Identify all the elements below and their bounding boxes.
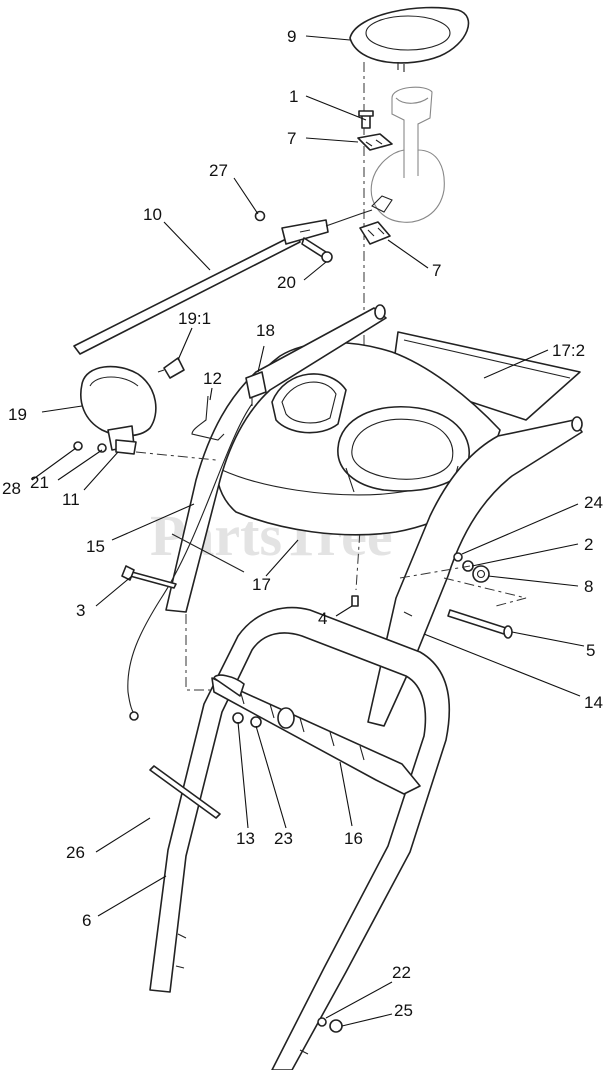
part-13-washer[interactable]	[232, 712, 244, 724]
part-7-bracket-upper[interactable]	[357, 133, 393, 151]
callout-24[interactable]: 24	[584, 493, 603, 512]
wire-terminal	[129, 711, 139, 721]
cable-tie-upper	[171, 533, 245, 573]
bolt-axis-right	[399, 565, 527, 607]
part-12-clip[interactable]	[191, 395, 225, 441]
part-22-washer[interactable]	[317, 1017, 327, 1027]
callout-19-1[interactable]: 19:1	[178, 309, 211, 328]
part-10-chute-control-rod[interactable]	[73, 195, 393, 355]
part-11-headlight-bracket[interactable]	[115, 439, 137, 455]
callout-25[interactable]: 25	[394, 1001, 413, 1020]
callout-11[interactable]: 11	[62, 490, 80, 509]
part-17-dash-panel[interactable]	[214, 341, 501, 536]
callout-27[interactable]: 27	[209, 161, 228, 180]
callout-7-lower[interactable]: 7	[432, 261, 441, 280]
callout-16[interactable]: 16	[344, 829, 363, 848]
part-8-locknut[interactable]	[472, 565, 490, 583]
callout-10[interactable]: 10	[143, 205, 162, 224]
part-1-bolt[interactable]	[358, 110, 374, 129]
part-24-washer[interactable]	[453, 552, 463, 562]
part-7-bracket-lower[interactable]	[359, 221, 391, 245]
part-19-1-bulb[interactable]	[157, 357, 185, 379]
callout-20[interactable]: 20	[277, 273, 296, 292]
callout-6[interactable]: 6	[82, 911, 91, 930]
part-19-headlight[interactable]	[80, 365, 157, 451]
callout-14[interactable]: 14	[584, 693, 603, 712]
ghost-chute-crank	[370, 86, 445, 223]
callout-17-2[interactable]: 17:2	[552, 341, 585, 360]
part-23-nut[interactable]	[250, 716, 262, 728]
part-15-left-upper-handle[interactable]	[165, 304, 387, 613]
callout-13[interactable]: 13	[236, 829, 255, 848]
part-21-washer[interactable]	[97, 443, 107, 453]
callout-labels: 9 1 7 27 10 7 20 19:1 18 17:2 12 19 28 2…	[2, 27, 603, 1020]
callout-17[interactable]: 17	[252, 575, 271, 594]
callout-23[interactable]: 23	[274, 829, 293, 848]
callout-5[interactable]: 5	[586, 641, 595, 660]
part-6-lower-handle[interactable]	[149, 606, 451, 1070]
callout-15[interactable]: 15	[86, 537, 105, 556]
part-20-pin[interactable]	[301, 237, 333, 263]
callout-8[interactable]: 8	[584, 577, 593, 596]
callout-19[interactable]: 19	[8, 405, 27, 424]
callout-22[interactable]: 22	[392, 963, 411, 982]
leader-lines	[31, 35, 585, 1027]
headlight-mount-line	[135, 451, 217, 461]
callout-28[interactable]: 28	[2, 479, 21, 498]
part-25-bolt[interactable]	[329, 1019, 343, 1033]
callout-3[interactable]: 3	[76, 601, 85, 620]
part-16-cross-tube[interactable]	[211, 674, 421, 795]
align-line-left	[185, 614, 214, 691]
part-9-deflector-cap[interactable]	[349, 6, 470, 72]
callout-7-upper[interactable]: 7	[287, 129, 296, 148]
callout-12[interactable]: 12	[203, 369, 222, 388]
part-4-screw[interactable]	[351, 595, 359, 607]
callout-4[interactable]: 4	[318, 609, 327, 628]
callout-26[interactable]: 26	[66, 843, 85, 862]
callout-2[interactable]: 2	[584, 535, 593, 554]
callout-1[interactable]: 1	[289, 87, 298, 106]
part-26-cable-tie[interactable]	[149, 765, 221, 819]
callout-18[interactable]: 18	[256, 321, 275, 340]
headlight-wire-harness	[127, 403, 253, 717]
callout-21[interactable]: 21	[30, 473, 49, 492]
callout-9[interactable]: 9	[287, 27, 296, 46]
part-18-switch[interactable]	[245, 371, 267, 406]
part-5-bolt[interactable]	[447, 609, 513, 639]
